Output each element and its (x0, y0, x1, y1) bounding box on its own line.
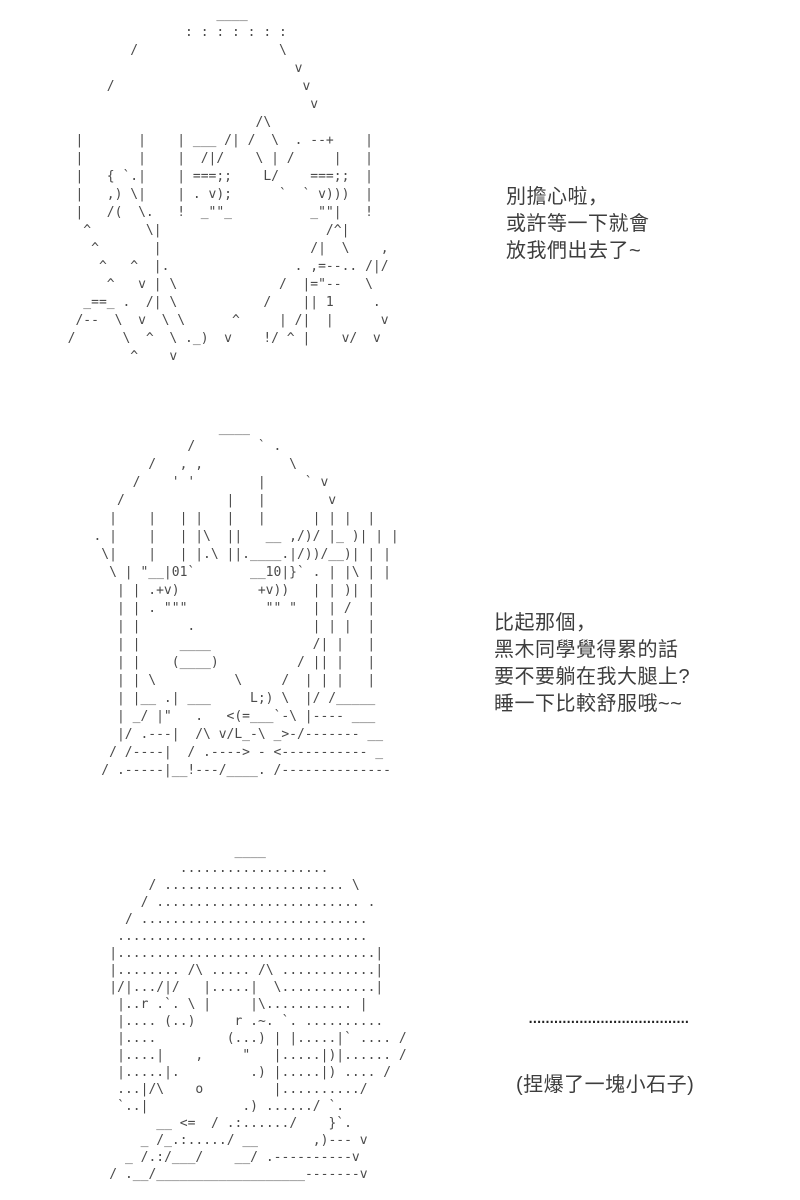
ascii-art-panel-2: ____ / ` . / , , \ / ' ' | ` v / | | v |… (93, 421, 399, 778)
dialogue-text-2: 比起那個， 黑木同學覺得累的話 要不要躺在我大腿上? 睡一下比較舒服哦~~ (494, 610, 690, 718)
dialogue-line: 比起那個， (494, 612, 597, 634)
dialogue-line: 要不要躺在我大腿上? (494, 666, 691, 688)
dialogue-text-1: 別擔心啦， 或許等一下就會 放我們出去了~ (506, 184, 650, 265)
dialogue-line: 或許等一下就會 (506, 213, 650, 235)
dialogue-line: 別擔心啦， (506, 186, 609, 208)
action-caption: (捏爆了一塊小石子) (516, 1074, 695, 1096)
silence-dots: ...................................... (527, 1012, 691, 1026)
ascii-art-panel-3: ____ ................... / .............… (109, 844, 407, 1182)
dialogue-line: 黑木同學覺得累的話 (494, 639, 679, 661)
dialogue-line: 睡一下比較舒服哦~~ (494, 693, 683, 715)
ascii-art-panel-1: ____ : : : : : : : / \ v / v v /\ (67, 7, 389, 364)
dialogue-line: 放我們出去了~ (506, 240, 642, 262)
